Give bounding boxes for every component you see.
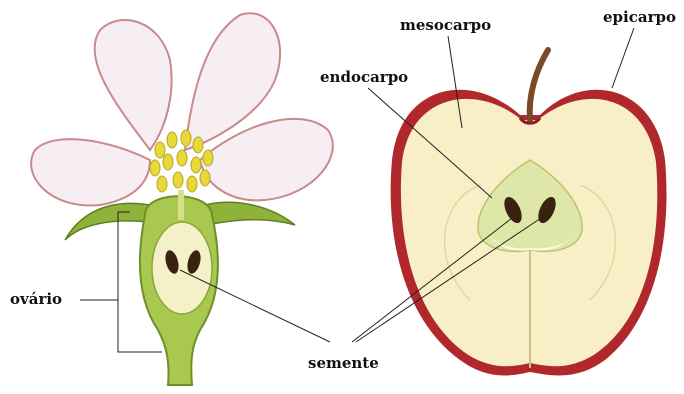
flower-style xyxy=(178,190,184,220)
flower-sepal-left xyxy=(65,203,150,240)
flower-ovary-cavity xyxy=(152,222,212,314)
label-semente: semente xyxy=(308,354,379,372)
label-ovario: ovário xyxy=(10,290,62,308)
label-mesocarpo: mesocarpo xyxy=(400,16,491,34)
flower-sepal-right xyxy=(205,202,295,225)
flower-petal-left xyxy=(31,139,150,205)
label-epicarpo: epicarpo xyxy=(603,8,676,26)
leader-epicarpo xyxy=(612,28,634,88)
flower-petal-left-top xyxy=(95,20,172,150)
apple-cross-section xyxy=(391,50,667,375)
flower xyxy=(31,13,333,385)
apple-stem xyxy=(530,50,548,120)
label-endocarpo: endocarpo xyxy=(320,68,408,86)
